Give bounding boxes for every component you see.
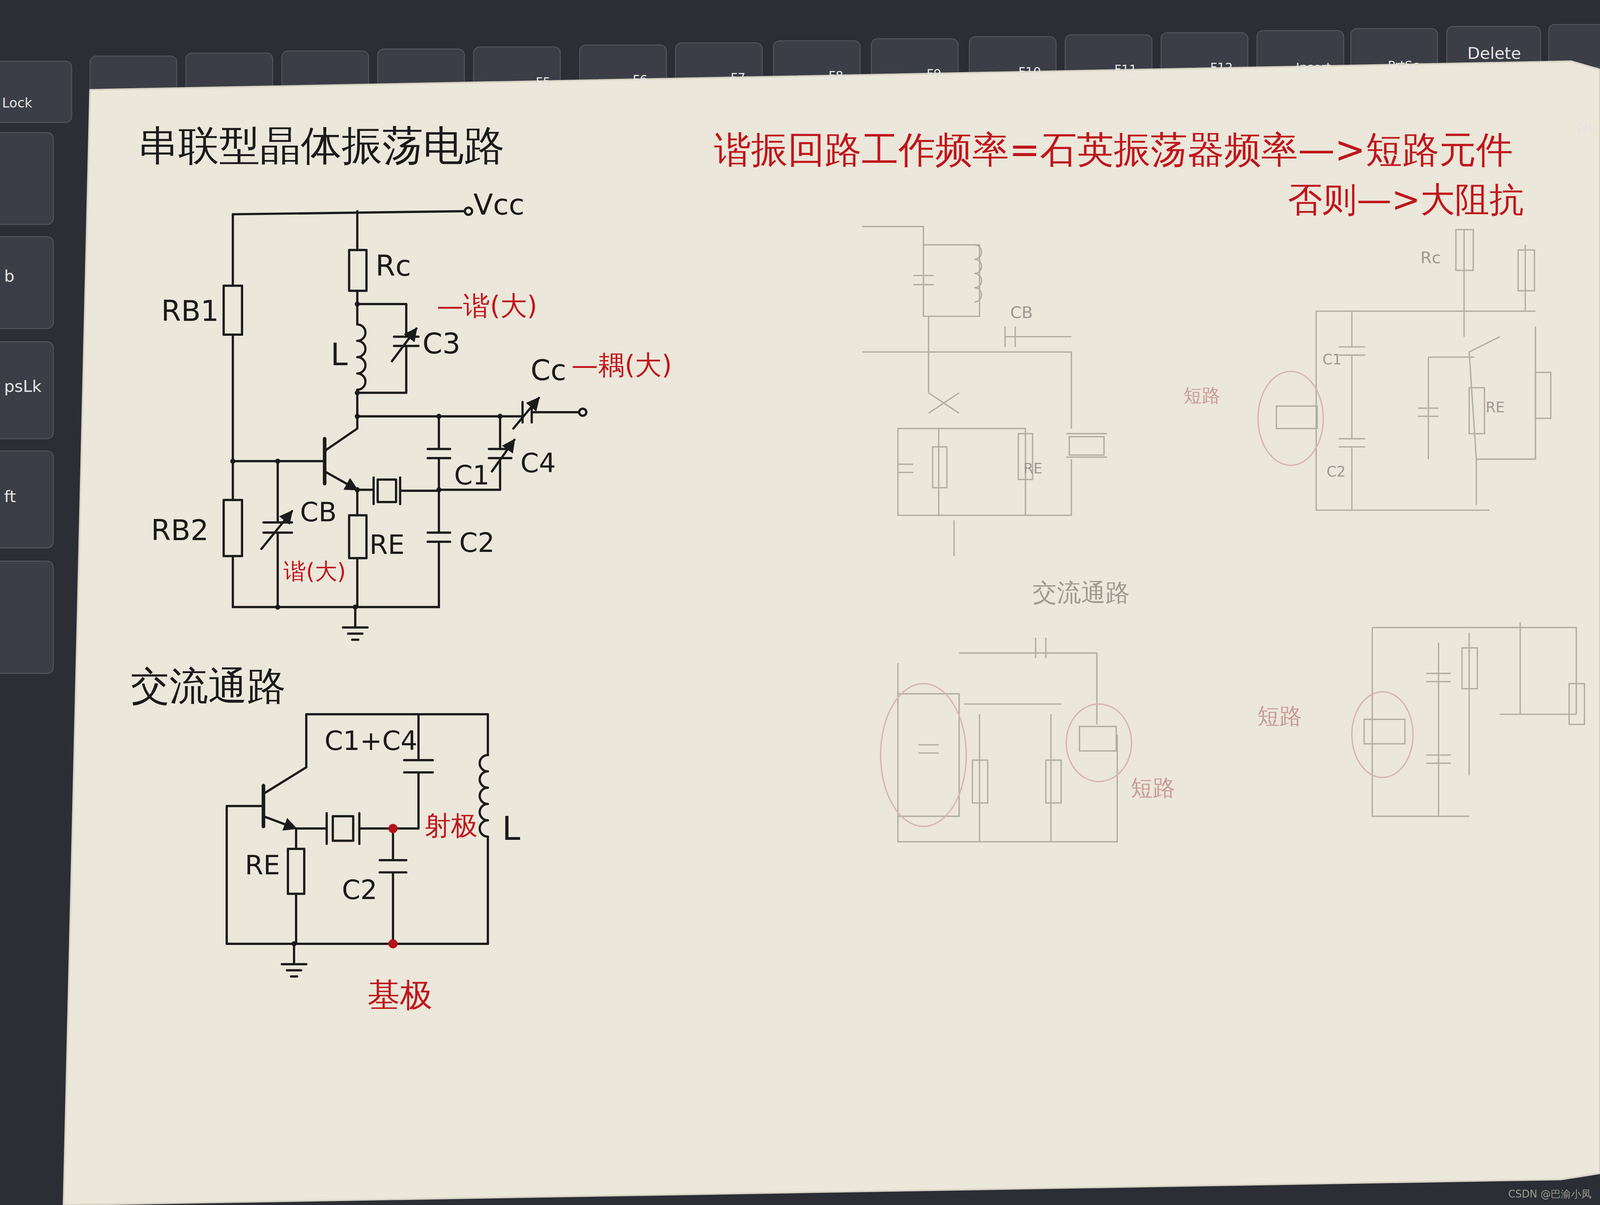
pencil-label: CB	[1010, 303, 1033, 322]
pencil-label: RE	[1485, 400, 1505, 415]
key-label: ft	[3, 487, 16, 506]
capacitor-label: CB	[300, 498, 337, 526]
key-label: F10	[1018, 65, 1042, 79]
pencil-label: C2	[1326, 464, 1346, 480]
node-label: 射极	[424, 811, 478, 840]
key-label: Delete	[1467, 44, 1522, 62]
key-label: psLk	[3, 377, 42, 395]
note-label: —耦(大)	[571, 350, 672, 379]
faint-pencil-sketches	[862, 226, 1585, 842]
pencil-note: 短路	[1257, 703, 1302, 728]
resistor-label: RE	[244, 850, 280, 879]
capacitor-label: C4	[520, 449, 556, 477]
key-label: F6	[632, 73, 648, 87]
key-label: Insert	[1296, 61, 1332, 75]
inductor-label: L	[501, 811, 520, 846]
ac-circuit	[226, 714, 488, 977]
capacitor-label: C1	[454, 461, 490, 490]
resistor-label: RB1	[161, 296, 219, 327]
key-label: F8	[828, 69, 844, 83]
key-label: F9	[926, 67, 942, 81]
watermark: CSDN @巴渝小凤	[1508, 1188, 1592, 1200]
section-heading: 交流通路	[130, 665, 286, 707]
pencil-label: C1	[1322, 352, 1342, 368]
key-label: PrtSc	[1387, 59, 1420, 73]
key-label: Nu	[1577, 120, 1597, 136]
capacitor-label: C2	[459, 528, 495, 557]
key-label: b	[3, 267, 15, 285]
note-label: 谐(大)	[283, 559, 346, 583]
resistor-label: RB2	[150, 515, 209, 546]
main-circuit	[223, 207, 587, 640]
key-label: F7	[730, 71, 746, 85]
capacitor-label: C1+C4	[324, 726, 418, 755]
resistor-label: RE	[369, 530, 405, 559]
pencil-note: 短路	[1130, 775, 1176, 800]
note-label: —谐(大)	[436, 291, 538, 320]
supply-label: Vcc	[473, 189, 525, 220]
page-title: 串联型晶体振荡电路	[137, 124, 505, 168]
handwritten-note: 谐振回路工作频率=石英振荡器频率—>短路元件	[714, 130, 1513, 170]
capacitor-label: Cc	[530, 355, 567, 386]
key-label: F5	[535, 75, 551, 89]
key-label: F11	[1114, 63, 1137, 77]
key-label: F12	[1210, 61, 1233, 75]
pencil-heading: 交流通路	[1032, 579, 1130, 606]
key-label: Lock	[1, 96, 33, 111]
node-label: 基极	[367, 977, 433, 1012]
paper-sheet	[63, 61, 1600, 1205]
pencil-note: 短路	[1183, 385, 1221, 406]
pencil-label: RE	[1023, 461, 1043, 477]
handwritten-note: 否则—>大阻抗	[1287, 181, 1525, 219]
capacitor-label: C2	[341, 875, 378, 904]
pink-annotation-circles	[880, 371, 1413, 827]
inductor-label: L	[330, 338, 348, 371]
resistor-label: Rc	[375, 250, 412, 282]
pencil-label: Rc	[1420, 249, 1441, 267]
capacitor-label: C3	[422, 328, 461, 359]
